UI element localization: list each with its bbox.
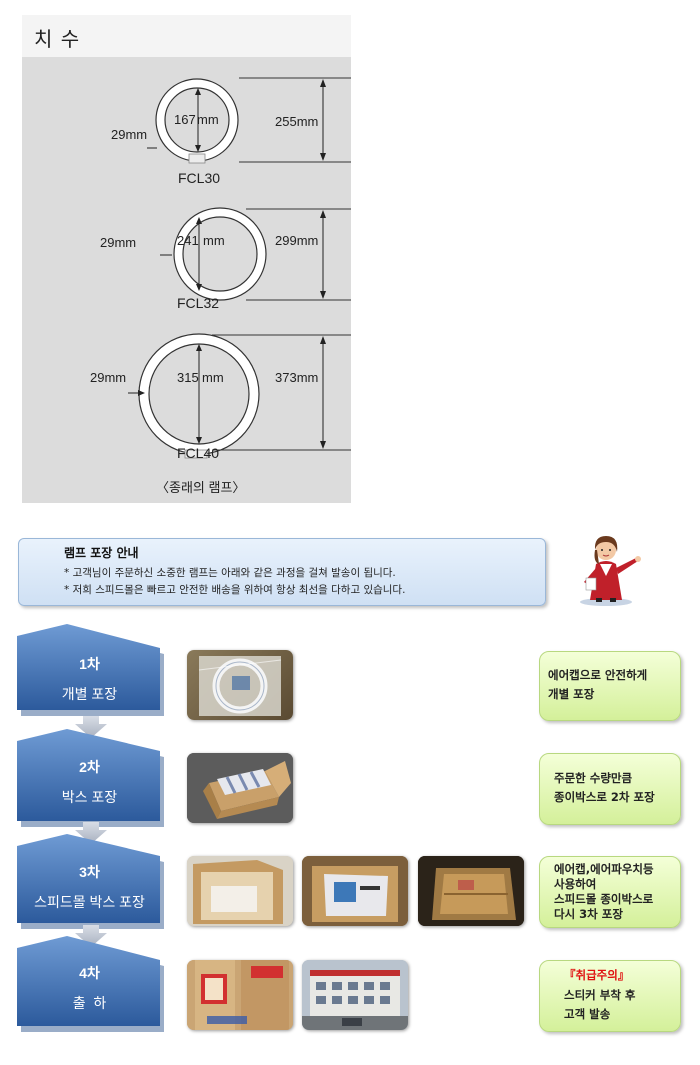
step3-note-line-4: 다시 3차 포장 [554,907,623,921]
step1-name: 개별 포장 [61,686,118,702]
fcl30-width-label: 29mm [111,127,148,142]
step3-note: 에어캡,에어파우치등 사용하여 스피드몰 종이박스로 다시 3차 포장 [539,856,681,928]
step4-label: 4차 출 하 [17,963,162,1013]
fcl40-outer-label: 373mm [275,370,319,385]
step-arrow-3 [75,925,107,947]
step3-photo-1 [187,856,293,926]
step1-photo [187,650,293,720]
step4-photo-1 [187,960,293,1030]
step4-photo-2 [302,960,408,1030]
step4-name: 출 하 [72,995,107,1011]
step3-note-line-1: 에어캡,에어파우치등 [554,862,654,876]
step2-shape [17,729,164,827]
dimension-title: 치 수 [34,27,81,51]
step2-note-line-2: 종이박스로 2차 포장 [554,790,655,804]
dimension-panel: 치 수 [22,15,351,503]
fcl32-inner-unit: mm [203,233,225,248]
step2-note-line-1: 주문한 수량만큼 [554,771,633,785]
step3-note-line-2: 사용하여 [554,877,597,891]
step2-note: 주문한 수량만큼 종이박스로 2차 포장 [539,753,681,825]
step1-note: 에어캡으로 안전하게 개별 포장 [539,651,681,721]
fcl32-inner-value: 241 [177,233,199,248]
fcl40-inner-value: 315 [177,370,199,385]
step-arrow-2 [75,822,107,844]
step1-note-line-2: 개별 포장 [548,687,595,701]
fcl32-width-label: 29mm [100,235,137,250]
guide-line-2: * 저희 스피드몰은 빠르고 안전한 배송을 위하여 항상 최선을 다하고 있습… [64,584,406,596]
guide-mascot-illustration [580,536,641,606]
step1-number: 1차 [79,656,100,672]
step4-note-line-2: 고객 발송 [564,1007,611,1021]
packaging-guide-box: 램프 포장 안내 * 고객님이 주문하신 소중한 램프는 아래와 같은 과정을 … [18,538,546,606]
lamp-dimension-diagram [128,77,351,459]
fcl32-outer-label: 299mm [275,233,319,248]
fcl30-name: FCL30 [178,170,221,186]
fcl30-inner-unit: mm [197,112,219,127]
step1-label: 1차 개별 포장 [17,654,162,704]
dimension-header: 치 수 [22,15,351,57]
step3-photo-3 [418,856,524,926]
step3-photo-2 [302,856,408,926]
step3-label: 3차 스피드몰 박스 포장 [17,862,162,912]
dimension-caption: 〈종래의 램프〉 [156,480,246,495]
step4-note-line-1: 스티커 부착 후 [564,988,636,1002]
step2-number: 2차 [79,759,100,775]
lamp-fcl32-diagram [160,207,351,301]
step4-note-highlight: 『취급주의』 [564,968,630,982]
lamp-fcl30-diagram [147,77,351,164]
step2-name: 박스 포장 [61,789,118,805]
fcl40-width-label: 29mm [90,370,127,385]
guide-title: 램프 포장 안내 [64,546,139,560]
guide-line-1: * 고객님이 주문하신 소중한 램프는 아래와 같은 과정을 걸쳐 발송이 됩니… [64,567,396,579]
step4-number: 4차 [79,965,100,981]
step3-name: 스피드몰 박스 포장 [34,894,145,910]
step2-photo [187,753,293,823]
step4-note: 『취급주의』 스티커 부착 후 고객 발송 [539,960,681,1032]
lamp-fcl40-diagram [128,333,351,459]
step3-number: 3차 [79,864,100,880]
step-arrow-1 [75,716,107,738]
step1-shape [17,624,164,716]
step3-note-line-3: 스피드몰 종이박스로 [554,892,654,906]
fcl40-inner-unit: mm [202,370,224,385]
fcl32-name: FCL32 [177,295,220,311]
fcl30-outer-label: 255mm [275,114,319,129]
step2-label: 2차 박스 포장 [17,757,162,807]
fcl40-name: FCL40 [177,445,220,461]
fcl30-inner-value: 167 [174,112,196,127]
step-shapes [17,624,164,1032]
step4-shape [17,936,164,1032]
step3-shape [17,834,164,929]
step1-note-line-1: 에어캡으로 안전하게 [548,668,648,682]
